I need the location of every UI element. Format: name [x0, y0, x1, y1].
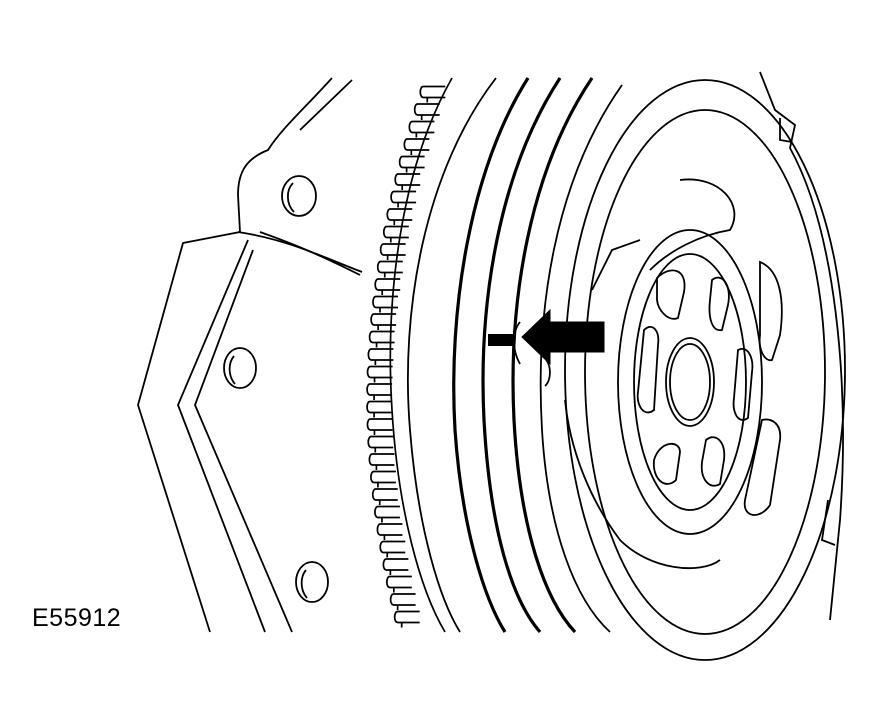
gear-tooth: [379, 243, 406, 260]
gear-tooth: [366, 383, 393, 400]
gear-tooth: [371, 488, 398, 505]
gear-tooth: [398, 155, 425, 173]
gear-tooth: [394, 173, 421, 190]
gear-tooth: [366, 365, 393, 383]
flywheel-face: [564, 71, 846, 661]
gear-tooth: [413, 103, 440, 120]
engine-housing: [137, 77, 363, 633]
gear-tooth: [370, 313, 397, 330]
gear-tooth: [366, 418, 393, 435]
gear-tooth: [379, 540, 406, 558]
gear-tooth: [408, 120, 435, 138]
gear-tooth: [382, 558, 409, 575]
gear-tooth: [389, 593, 416, 610]
bolt-hole-lower: [295, 561, 329, 603]
gear-tooth: [367, 348, 394, 365]
gear-tooth: [367, 435, 394, 453]
gear-tooth: [366, 400, 393, 418]
bolt-hole-middle: [223, 347, 257, 389]
flywheel-rings: [406, 77, 623, 634]
gear-tooth: [368, 453, 395, 470]
flywheel-hub: [617, 229, 783, 535]
gear-tooth: [390, 190, 417, 208]
gear-tooth: [376, 260, 403, 278]
gear-tooth: [385, 575, 412, 593]
arrow-pointing-left: [521, 308, 605, 366]
gear-tooth: [386, 208, 413, 225]
gear-tooth: [382, 225, 409, 243]
gear-tooth: [372, 295, 398, 313]
gear-tooth: [374, 505, 400, 523]
bolt-hole-upper: [281, 175, 317, 217]
gear-tooth: [376, 523, 403, 540]
timing-mark-bar: [488, 334, 514, 346]
starter-ring-gear: [366, 77, 453, 633]
gear-tooth: [419, 85, 446, 103]
gear-tooth: [403, 138, 430, 155]
gear-tooth: [374, 278, 401, 295]
figure-id-label: E55912: [32, 604, 122, 632]
gear-tooth: [370, 470, 396, 488]
gear-tooth: [393, 610, 420, 628]
gear-tooth: [368, 330, 395, 348]
